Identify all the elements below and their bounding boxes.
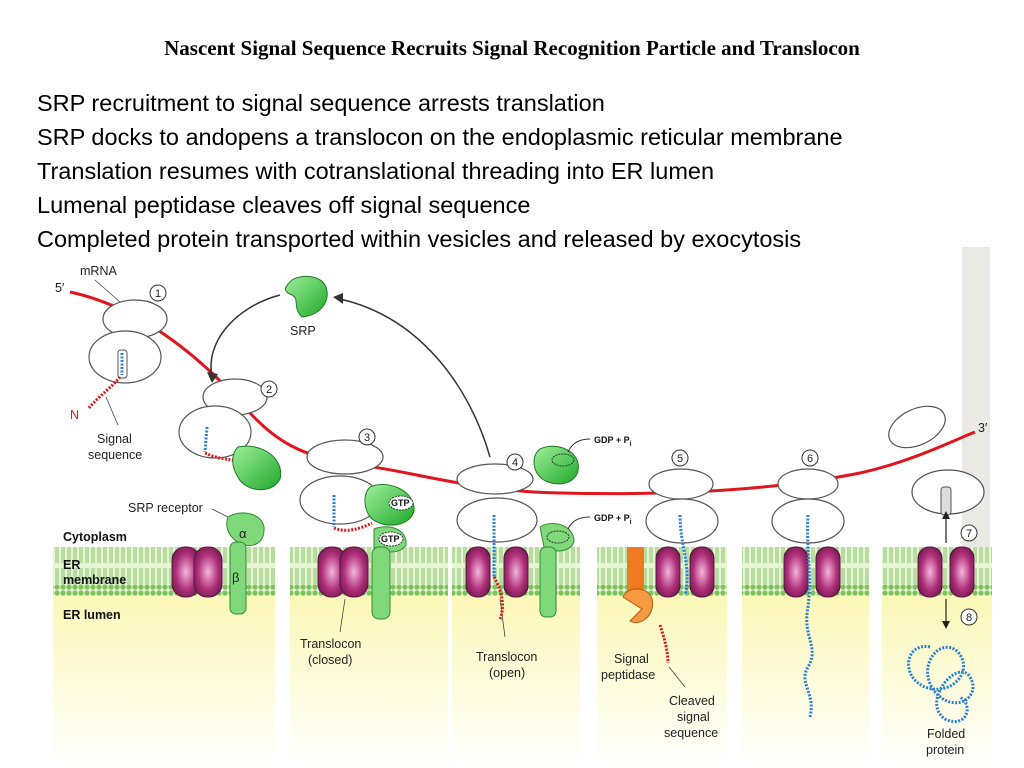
bullet-item: Lumenal peptidase cleaves off signal seq… <box>37 192 531 218</box>
step-number: 1 <box>155 288 161 300</box>
step-marker <box>960 524 978 542</box>
folded-protein-label: protein <box>926 743 964 757</box>
er-lumen-label: ER lumen <box>63 608 121 622</box>
ribosome-step-5 <box>622 468 719 664</box>
step-marker <box>671 449 689 467</box>
ribosome-released <box>888 405 985 723</box>
cleaved-signal-label: signal <box>677 710 710 724</box>
step-number: 4 <box>512 457 518 469</box>
ribosome-step-2 <box>178 378 282 491</box>
signal-sequence-label: sequence <box>88 448 142 462</box>
er-membrane-label: membrane <box>63 573 126 587</box>
step-number: 7 <box>966 528 972 540</box>
gdp-pi-label: GDP + Pi <box>594 435 632 448</box>
step-number: 3 <box>364 432 370 444</box>
step-marker <box>801 449 819 467</box>
signal-sequence-label: Signal <box>97 432 132 446</box>
step-number: 8 <box>966 612 972 624</box>
gdp-pi-label: GDP + Pi <box>594 513 632 526</box>
five-prime-label: 5′ <box>55 281 65 295</box>
bullet-item: SRP recruitment to signal sequence arres… <box>37 90 605 116</box>
srp-receptor <box>226 512 265 615</box>
cleaved-signal-label: Cleaved <box>669 694 715 708</box>
step-marker <box>506 453 524 471</box>
cleaved-signal-label: sequence <box>664 726 718 740</box>
translocon-open-label: (open) <box>489 666 525 680</box>
folded-protein-label: Folded <box>927 727 965 741</box>
er-membrane-label: ER <box>63 558 80 572</box>
translocon-step-2 <box>171 546 223 598</box>
step-marker <box>260 380 278 398</box>
translocon-closed-label: (closed) <box>308 653 352 667</box>
mrna-label: mRNA <box>80 264 117 278</box>
step-marker <box>358 428 376 446</box>
step-number: 5 <box>677 453 683 465</box>
bullet-item: Completed protein transported within ves… <box>37 226 802 252</box>
bullet-item: SRP docks to andopens a translocon on th… <box>37 124 843 150</box>
bullet-item: Translation resumes with cotranslational… <box>37 158 715 184</box>
srp-label: SRP <box>290 324 316 338</box>
signal-peptidase-label: peptidase <box>601 668 655 682</box>
gtp-label: GTP <box>391 498 410 508</box>
ribosome-step-1 <box>86 299 168 410</box>
bullet-list: SRP recruitment to signal sequence arres… <box>37 86 843 256</box>
translocon-open-label: Translocon <box>476 650 537 664</box>
step-marker <box>149 284 167 302</box>
beta-label: β <box>232 570 239 585</box>
ribosome-step-4 <box>456 445 579 620</box>
step-marker <box>960 608 978 626</box>
srp-particle <box>284 275 328 318</box>
ribosome-step-6 <box>771 468 845 718</box>
slide-title: Nascent Signal Sequence Recruits Signal … <box>164 36 860 60</box>
srp-recycle-arrow-up <box>339 298 491 458</box>
step-number: 6 <box>807 453 813 465</box>
step-number: 2 <box>266 384 272 396</box>
srp-recycle-arrow-down <box>210 294 281 378</box>
signal-peptidase-label: Signal <box>614 652 649 666</box>
gtp-label: GTP <box>381 534 400 544</box>
n-terminus-label: N <box>70 408 79 422</box>
er-lumen-panels <box>53 578 992 768</box>
cytoplasm-label: Cytoplasm <box>63 530 127 544</box>
srp-pathway-diagram: Cytoplasm ER membrane ER lumen mRNA 5′ 3… <box>53 247 992 768</box>
srp-receptor-label: SRP receptor <box>128 501 203 515</box>
alpha-label: α <box>239 526 247 541</box>
translocon-closed-label: Translocon <box>300 637 361 651</box>
three-prime-label: 3′ <box>978 421 988 435</box>
